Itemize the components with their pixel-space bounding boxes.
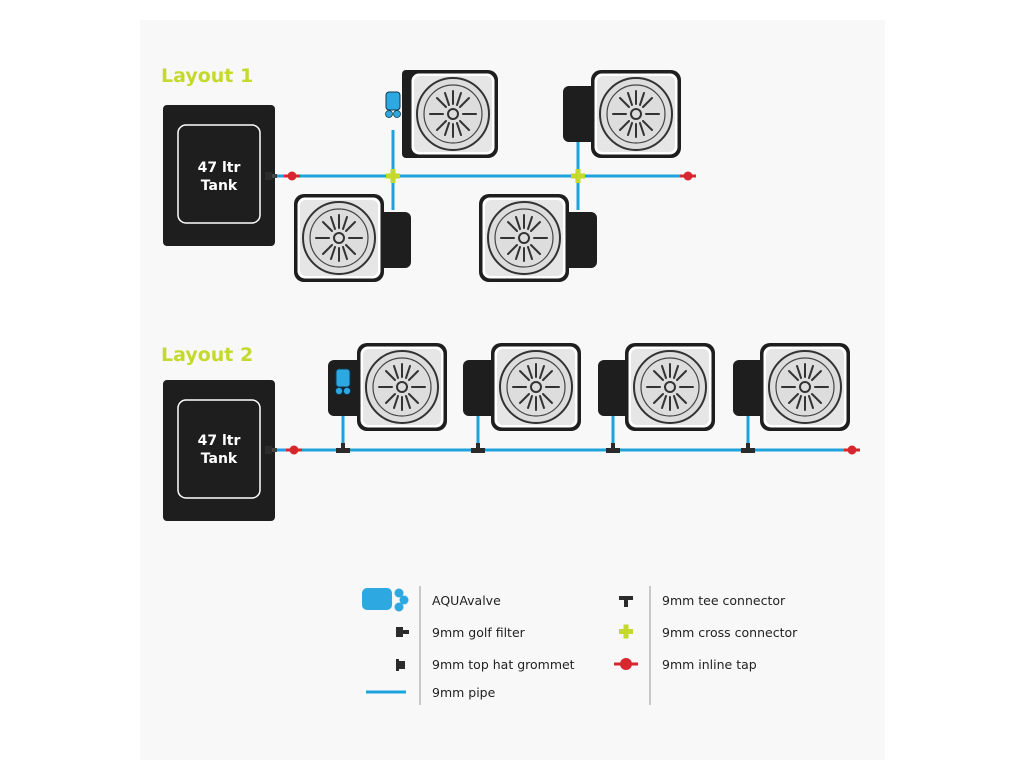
tee-connector-icon [606,443,620,453]
tee-connector-icon [741,443,755,453]
pot-layout-1-upper-a [402,69,499,159]
legend-tap-icon [614,658,638,670]
pot-layout-1-lower-a [293,193,411,283]
layout-2-heading: Layout 2 [161,344,253,366]
legend-pipe-label: 9mm pipe [432,685,496,700]
legend-grommet-icon [396,659,405,671]
legend-tap-label: 9mm inline tap [662,657,757,672]
legend-aquavalve-icon [362,588,409,612]
legend-golf-filter-label: 9mm golf filter [432,625,526,640]
legend-cross-label: 9mm cross connector [662,625,798,640]
legend: AQUAvalve 9mm golf filter 9mm top hat gr… [362,586,798,705]
inline-tap-icon [842,444,862,456]
legend-tee-label: 9mm tee connector [662,593,786,608]
tee-connector-icon [336,443,350,453]
pot-layout-1-lower-b [478,193,597,283]
tank-layout-2: 47 ltr Tank [162,379,276,522]
tank-layout-1: 47 ltr Tank [162,104,276,247]
legend-golf-filter-icon [396,627,409,637]
tank-label-name: Tank [201,178,238,194]
aquavalve-icon [385,91,401,118]
tank-label-capacity: 47 ltr [198,160,241,176]
cross-connector-icon [386,169,400,183]
golf-filter-icon [265,446,277,454]
legend-grommet-label: 9mm top hat grommet [432,657,575,672]
pot-layout-1-upper-b [563,69,682,159]
inline-tap-icon [678,170,698,182]
legend-tee-icon [619,596,633,607]
tee-connector-icon [471,443,485,453]
golf-filter-icon [265,172,277,180]
legend-aquavalve-label: AQUAvalve [432,593,501,608]
legend-cross-icon [619,624,633,639]
tank-label-capacity: 47 ltr [198,433,241,449]
pot-layout-2-c [598,342,716,432]
inline-tap-icon [284,444,304,456]
pot-layout-2-d [733,342,851,432]
layout-1-heading: Layout 1 [161,65,253,87]
tank-label-name: Tank [201,451,238,467]
cross-connector-icon [571,169,585,183]
inline-tap-icon [282,170,302,182]
pot-layout-2-b [463,342,582,432]
